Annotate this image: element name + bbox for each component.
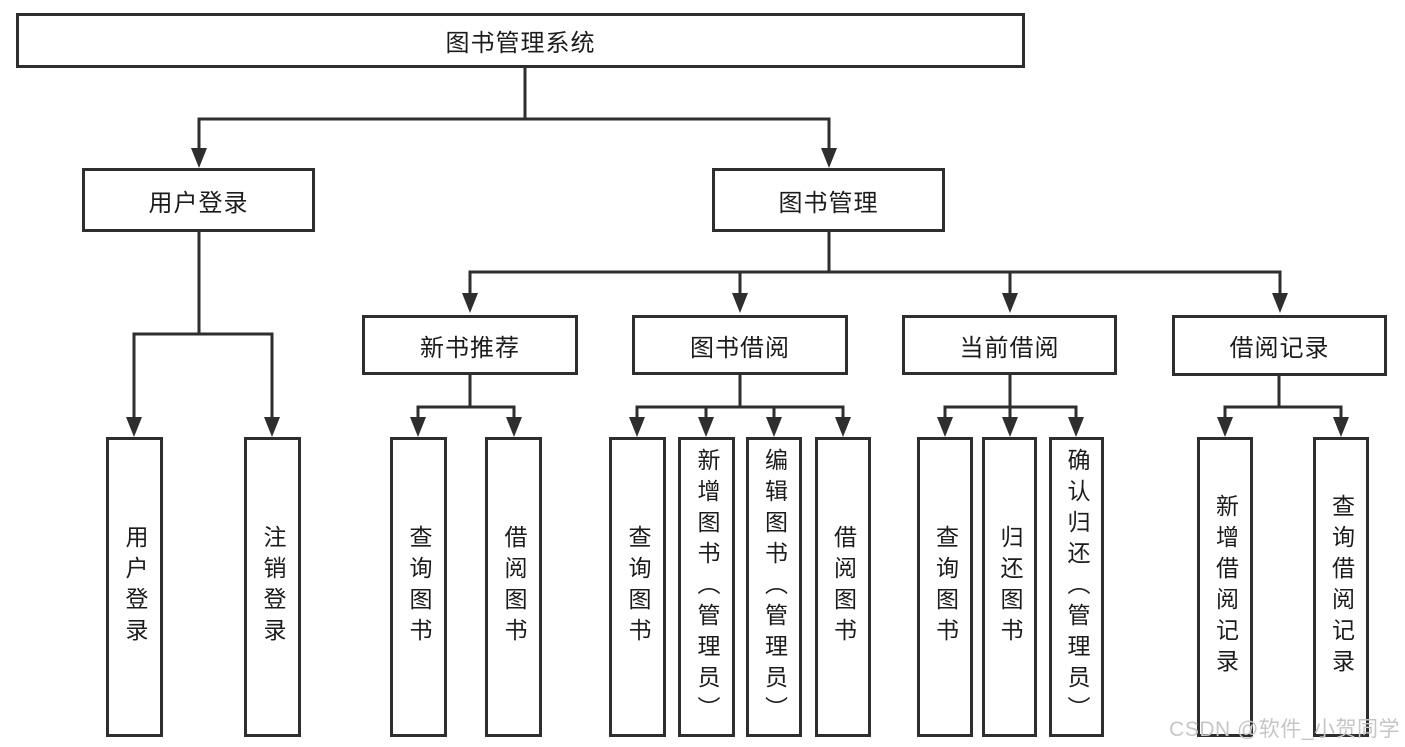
node-borrowing-records: 借阅记录 — [1172, 315, 1387, 376]
connector-book-borrowing-children — [629, 372, 851, 437]
leaf-borrow-books-2-label: 借阅图书 — [830, 525, 857, 649]
arrowhead-leaf-user-login — [126, 417, 142, 437]
leaf-user-login: 用户登录 — [106, 437, 163, 737]
connector-borrowing-records-children — [1217, 372, 1349, 437]
arrowhead-book-management — [821, 148, 837, 168]
arrowhead-query-books-3 — [937, 417, 953, 437]
connector-user-login-children — [126, 229, 280, 437]
leaf-query-books-3-label: 查询图书 — [932, 525, 959, 649]
leaf-return-books-label: 归还图书 — [997, 525, 1023, 649]
arrowhead-user-login — [191, 148, 207, 168]
watermark-text: CSDN @软件_小贺同学 — [1169, 718, 1400, 741]
leaf-user-login-label: 用户登录 — [122, 525, 148, 649]
leaf-edit-book-admin: 编辑图书（管理员） — [746, 437, 802, 737]
arrowhead-add-book-admin — [698, 417, 714, 437]
leaf-edit-book-admin-label: 编辑图书（管理员） — [761, 447, 788, 727]
leaf-borrow-books-1: 借阅图书 — [485, 437, 542, 737]
connector-root-to-level2 — [191, 65, 837, 168]
arrowhead-return-books — [1002, 417, 1018, 437]
node-library-management-system: 图书管理系统 — [16, 13, 1025, 68]
leaf-query-books-3: 查询图书 — [917, 437, 973, 737]
leaf-add-book-admin: 新增图书（管理员） — [678, 437, 735, 737]
leaf-logout-label: 注销登录 — [260, 525, 286, 649]
arrowhead-current-borrowing — [1002, 293, 1018, 313]
arrowhead-query-borrow-record — [1333, 417, 1349, 437]
arrowhead-borrow-books-2 — [835, 417, 851, 437]
arrowhead-add-borrow-record — [1217, 417, 1233, 437]
connector-new-book-recommend-children — [410, 372, 522, 437]
leaf-query-books-2: 查询图书 — [609, 437, 666, 737]
leaf-confirm-return-admin: 确认归还（管理员） — [1049, 437, 1104, 737]
arrowhead-query-books-2 — [629, 417, 645, 437]
arrowhead-borrow-books-1 — [506, 417, 522, 437]
leaf-borrow-books-1-label: 借阅图书 — [501, 525, 527, 649]
node-user-login: 用户登录 — [82, 168, 315, 232]
leaf-borrow-books-2: 借阅图书 — [815, 437, 871, 737]
leaf-add-borrow-record: 新增借阅记录 — [1197, 437, 1253, 737]
connector-current-borrowing-children — [937, 372, 1084, 437]
node-book-management: 图书管理 — [712, 168, 945, 232]
leaf-query-books-1-label: 查询图书 — [406, 525, 432, 649]
leaf-add-book-admin-label: 新增图书（管理员） — [694, 447, 720, 727]
arrowhead-borrowing-records — [1272, 293, 1288, 313]
arrowhead-edit-book-admin — [766, 417, 782, 437]
leaf-query-borrow-record: 查询借阅记录 — [1313, 437, 1369, 737]
arrowhead-query-books-1 — [410, 417, 426, 437]
arrowhead-book-borrowing — [732, 293, 748, 313]
leaf-add-borrow-record-label: 新增借阅记录 — [1212, 494, 1239, 680]
leaf-confirm-return-admin-label: 确认归还（管理员） — [1064, 447, 1090, 727]
leaf-return-books: 归还图书 — [982, 437, 1037, 737]
leaf-query-books-1: 查询图书 — [390, 437, 447, 737]
leaf-logout: 注销登录 — [244, 437, 301, 737]
leaf-query-books-2-label: 查询图书 — [625, 525, 651, 649]
node-new-book-recommend: 新书推荐 — [362, 315, 578, 375]
connector-book-management-children — [462, 229, 1288, 313]
node-current-borrowing: 当前借阅 — [902, 315, 1117, 375]
leaf-query-borrow-record-label: 查询借阅记录 — [1328, 494, 1355, 680]
node-book-borrowing: 图书借阅 — [632, 315, 848, 375]
arrowhead-confirm-return-admin — [1068, 417, 1084, 437]
arrowhead-leaf-logout — [264, 417, 280, 437]
arrowhead-new-book-recommend — [462, 293, 478, 313]
